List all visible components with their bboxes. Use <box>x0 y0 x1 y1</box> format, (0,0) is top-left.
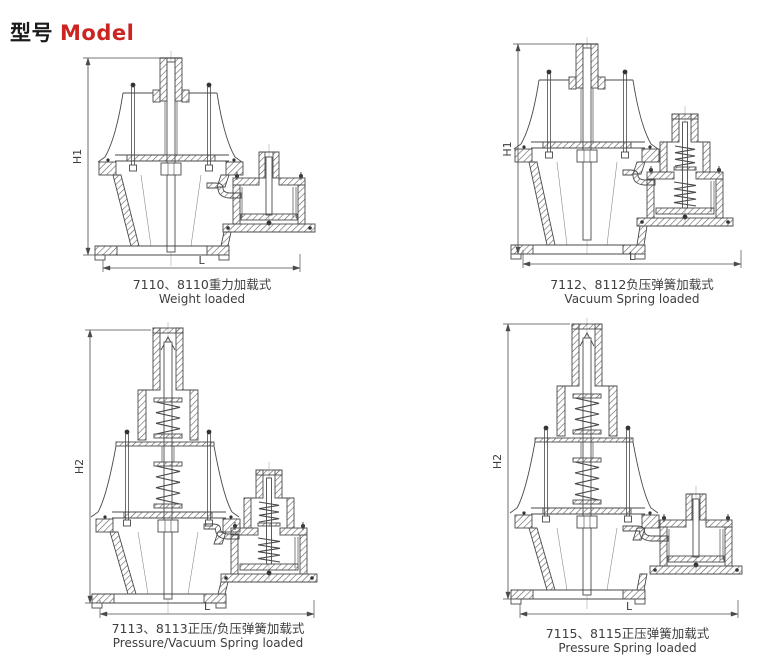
figure-caption: 7110、8110重力加载式 Weight loaded <box>90 277 314 307</box>
connecting-duct <box>203 523 240 595</box>
side-valve-section <box>649 486 743 575</box>
svg-text:L: L <box>198 254 205 267</box>
technical-drawing-weight-loaded: H1L <box>71 51 316 272</box>
main-valve-section <box>510 37 660 260</box>
side-valve-section <box>222 144 316 233</box>
technical-drawing-pressure-spring-loaded: H2L <box>491 318 743 618</box>
model-label-en: Weight loaded <box>158 292 246 307</box>
main-valve-section <box>94 51 244 266</box>
svg-text:L: L <box>629 250 636 263</box>
dimension-lines: H1L <box>71 57 301 272</box>
svg-text:H1: H1 <box>71 149 84 164</box>
main-valve-section <box>509 318 660 609</box>
technical-drawing-pressure-vacuum-spring-loaded: H2L <box>73 322 318 618</box>
dimension-lines: H2L <box>73 329 315 618</box>
svg-text:L: L <box>626 600 633 613</box>
svg-text:H2: H2 <box>491 454 504 469</box>
figure-caption: 7113、8113正压/负压弹簧加载式 Pressure/Vacuum Spri… <box>83 621 333 651</box>
svg-text:L: L <box>204 600 211 613</box>
svg-text:H1: H1 <box>501 141 514 156</box>
figure-caption: 7115、8115正压弹簧加载式 Pressure Spring loaded <box>505 626 750 656</box>
side-valve-section <box>220 462 318 583</box>
technical-drawing-vacuum-spring-loaded: H1L <box>501 37 742 268</box>
model-label-en: Vacuum Spring loaded <box>564 292 700 307</box>
connecting-duct <box>622 525 669 591</box>
connecting-duct <box>622 169 656 246</box>
model-label-cn: 7110、8110重力加载式 <box>132 277 272 292</box>
model-label-cn: 7115、8115正压弹簧加载式 <box>545 626 710 641</box>
svg-text:H2: H2 <box>73 459 86 474</box>
dimension-lines: H1L <box>501 43 742 268</box>
connecting-duct <box>206 182 242 247</box>
page-title: 型号 Model <box>10 17 134 47</box>
main-valve-section <box>90 322 241 613</box>
page-title-cn: 型号 <box>10 21 53 46</box>
model-label-cn: 7113、8113正压/负压弹簧加载式 <box>111 621 305 636</box>
model-label-en: Pressure Spring loaded <box>558 641 697 656</box>
model-label-cn: 7112、8112负压弹簧加载式 <box>550 277 714 292</box>
model-label-en: Pressure/Vacuum Spring loaded <box>112 636 304 651</box>
figure-caption: 7112、8112负压弹簧加载式 Vacuum Spring loaded <box>520 277 744 307</box>
page-title-en: Model <box>60 21 135 46</box>
side-valve-section <box>636 106 734 227</box>
